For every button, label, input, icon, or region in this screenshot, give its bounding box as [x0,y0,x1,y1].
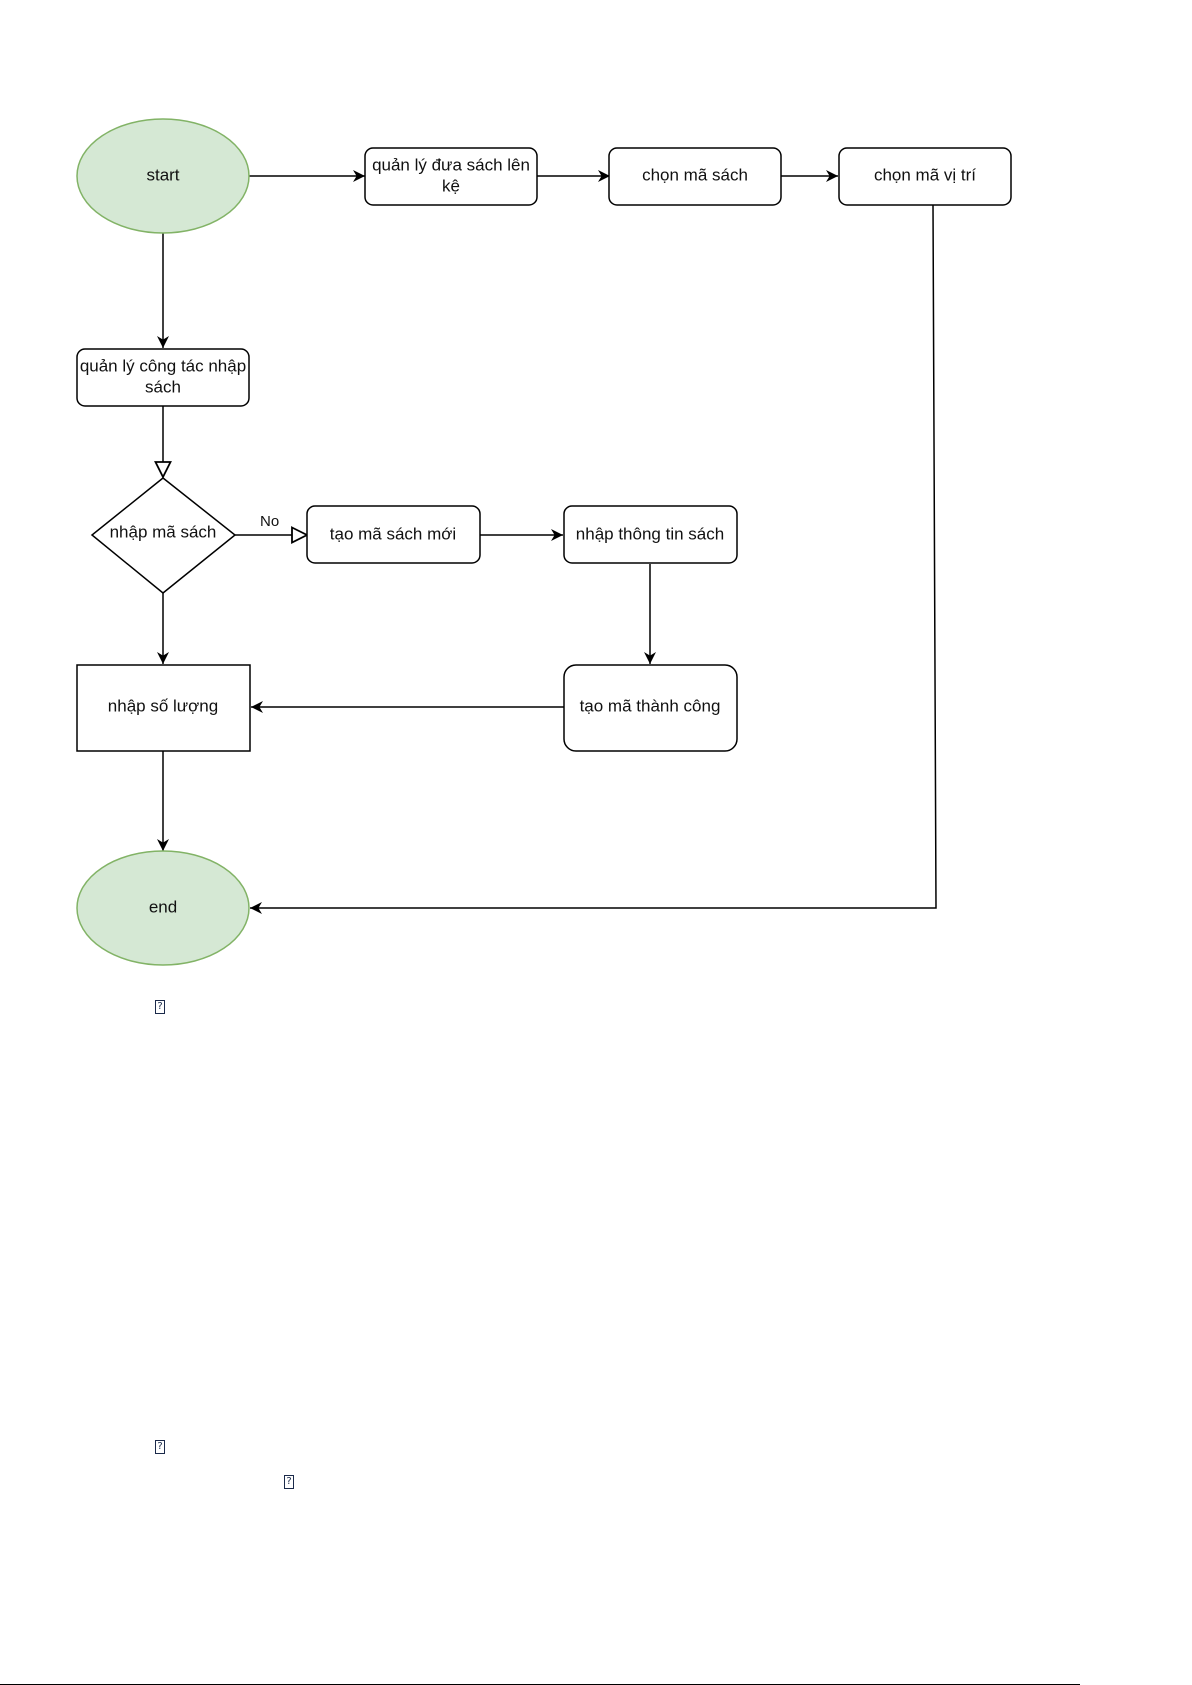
node-enter-book-code-label: nhập mã sách [110,522,217,541]
node-code-created-label: tạo mã thành công [580,696,721,715]
node-choose-book-code: chọn mã sách [609,148,781,205]
node-manage-shelving: quản lý đưa sách lên kệ [365,148,537,205]
node-create-new-book-code-label: tạo mã sách mới [330,524,456,543]
node-end-label: end [149,897,177,916]
node-end: end [77,851,249,965]
node-start: start [77,119,249,233]
missing-glyph-icon: ? [155,1440,165,1454]
edge-label-no: No [260,513,279,530]
node-enter-quantity-label: nhập số lượng [108,696,218,715]
node-manage-shelving-line2: kệ [442,176,460,195]
node-choose-location-code-label: chọn mã vị trí [874,165,976,184]
node-code-created: tạo mã thành công [564,665,737,751]
node-enter-book-info-label: nhập thông tin sách [576,524,724,543]
node-start-label: start [146,165,179,184]
node-manage-import-line1: quản lý công tác nhập [80,356,246,375]
node-choose-location-code: chọn mã vị trí [839,148,1011,205]
node-manage-import: quản lý công tác nhập sách [77,349,249,406]
node-enter-quantity: nhập số lượng [77,665,250,751]
missing-glyph-icon: ? [155,1000,165,1014]
node-create-new-book-code: tạo mã sách mới [307,506,480,563]
node-choose-book-code-label: chọn mã sách [642,165,748,184]
node-enter-book-code: nhập mã sách [92,478,235,593]
node-manage-import-line2: sách [145,377,181,396]
node-manage-shelving-line1: quản lý đưa sách lên [372,155,530,174]
node-enter-book-info: nhập thông tin sách [564,506,737,563]
missing-glyph-icon: ? [284,1475,294,1489]
